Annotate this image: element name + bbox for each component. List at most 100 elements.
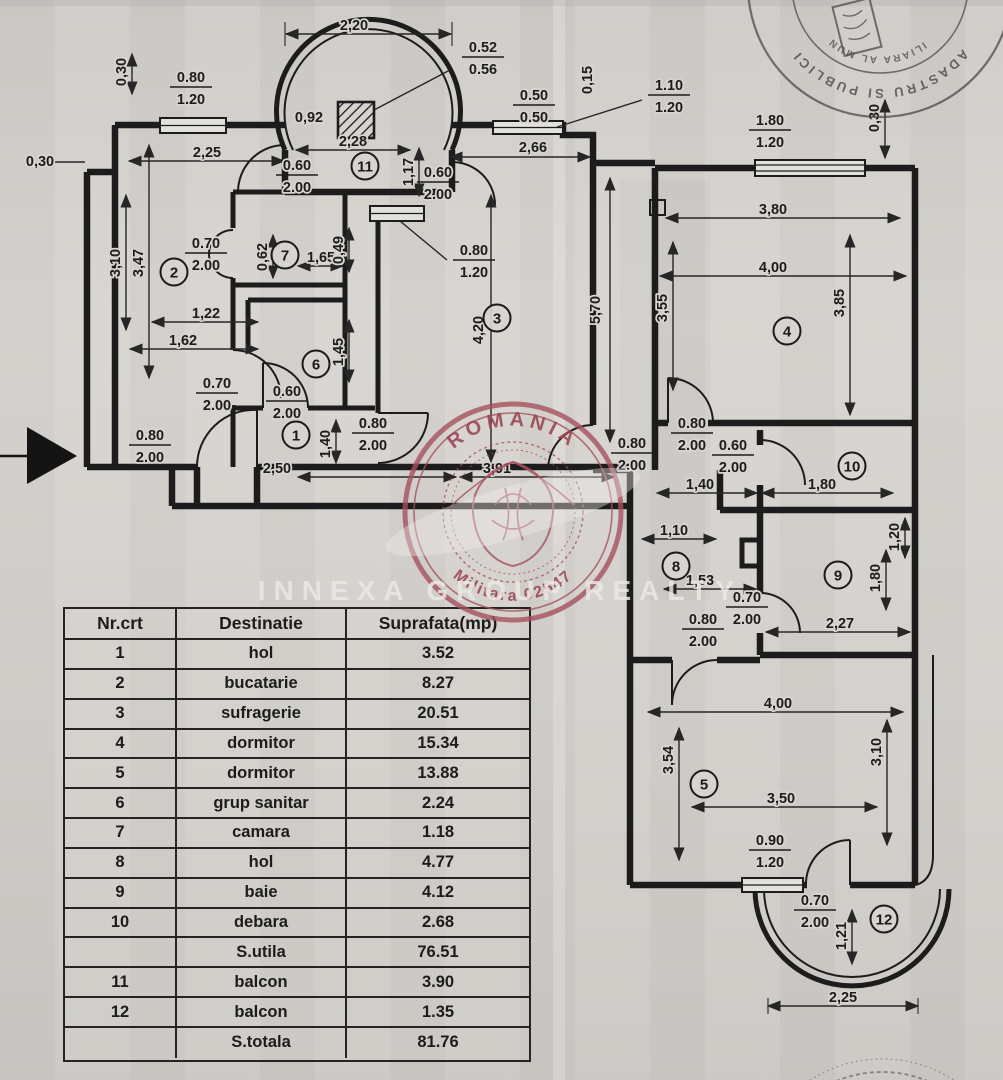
door-arc	[759, 439, 806, 486]
door-arc	[208, 229, 234, 279]
dimension-label: 3,10	[108, 249, 124, 277]
door-arc	[671, 659, 718, 706]
svg-text:3: 3	[493, 311, 501, 328]
table-cell	[65, 938, 177, 969]
window	[492, 120, 564, 135]
table-cell: 8	[65, 848, 177, 879]
door-arc	[232, 349, 282, 399]
table-cell: 6	[65, 789, 177, 820]
table-cell: 9	[65, 878, 177, 909]
door-arc	[667, 377, 714, 424]
table-cell: 15.34	[347, 730, 529, 760]
romania-stamp: ROMANIA Militara 02547	[385, 401, 641, 623]
table-cell: S.utila	[177, 938, 347, 969]
door-arc	[547, 424, 594, 471]
svg-text:1.10: 1.10	[655, 78, 683, 94]
dimension-label: 0,15	[580, 66, 596, 94]
dimension-label: 3,50	[767, 791, 795, 807]
dimension-label: 4,20	[471, 316, 487, 344]
dimension-label: 2,50	[263, 461, 291, 477]
dimension-label: 1,65	[307, 250, 335, 266]
svg-text:0.80: 0.80	[460, 243, 488, 259]
dimension-label: 3,80	[759, 202, 787, 218]
svg-text:4: 4	[783, 324, 792, 341]
dimension-label: 3,55	[655, 294, 671, 322]
svg-text:0.50: 0.50	[520, 110, 548, 126]
svg-text:0.80: 0.80	[618, 436, 646, 452]
svg-text:2: 2	[170, 265, 178, 282]
corner-stamp-fragment	[809, 1058, 955, 1080]
stamp-ring-text: DE CADASTRU SI PUBLICITATE	[0, 0, 969, 101]
room-number: 11	[350, 151, 380, 181]
door-arc	[451, 161, 496, 206]
dimension-label: 0,30	[867, 104, 883, 132]
svg-text:ROMANIA: ROMANIA	[443, 408, 583, 453]
table-cell: 3	[65, 699, 177, 730]
svg-text:2.00: 2.00	[424, 187, 452, 203]
dimension-label: 4,00	[759, 260, 787, 276]
dimension-label: 1,40	[686, 477, 714, 493]
agency-watermark: INNEXA GROUP REALTY	[258, 575, 742, 606]
dimension-label: 1,80	[808, 477, 836, 493]
table-cell: 1.35	[347, 998, 529, 1028]
dimension-label: 2,25	[193, 145, 221, 161]
svg-text:0.70: 0.70	[203, 376, 231, 392]
svg-text:0.56: 0.56	[469, 62, 497, 78]
table-cell: dormitor	[177, 759, 347, 790]
stamp-eagle-emblem	[471, 460, 555, 568]
room-number: 2	[159, 257, 189, 287]
svg-text:2.00: 2.00	[618, 458, 646, 474]
svg-text:0.80: 0.80	[359, 416, 387, 432]
table-cell: S.totala	[177, 1027, 347, 1058]
svg-text:1.20: 1.20	[756, 855, 784, 871]
size-fraction-label: 0.602.00	[417, 163, 459, 205]
svg-text:0.80: 0.80	[136, 428, 164, 444]
size-fraction-label: 0.80 2.00	[611, 434, 653, 476]
dimension-label: 3,85	[832, 289, 848, 317]
svg-text:9: 9	[834, 568, 842, 585]
room-number: 7	[270, 240, 300, 270]
table-cell: grup sanitar	[177, 789, 347, 820]
dimension-label: 3,91	[483, 461, 511, 477]
svg-text:2.00: 2.00	[719, 460, 747, 476]
dimension-label: 2,28	[339, 134, 367, 150]
dimension-label: 2,25	[829, 990, 857, 1006]
door-arc	[377, 412, 429, 464]
dimension-label: 3,54	[661, 746, 677, 774]
size-fraction-label: 0.702.00	[794, 891, 836, 933]
table-cell: 4	[65, 729, 177, 760]
dimension-label: 0,49	[331, 236, 347, 264]
size-fraction-label: 0.901.20	[749, 831, 791, 873]
table-cell: 12	[65, 998, 177, 1028]
table-cell: camara	[177, 819, 347, 849]
svg-text:1.80: 1.80	[756, 113, 784, 129]
svg-text:1.20: 1.20	[177, 92, 205, 108]
table-cell: 2	[65, 669, 177, 700]
table-cell: 20.51	[347, 700, 529, 730]
table-cell: 81.76	[417, 1033, 459, 1052]
window	[754, 159, 866, 177]
dimension-label: 3,47	[131, 249, 147, 277]
size-fraction-label: 0.702.00	[185, 234, 227, 276]
window	[159, 117, 227, 134]
svg-text:0.60: 0.60	[273, 384, 301, 400]
dimension-label: 1,40	[318, 430, 334, 458]
size-fraction-label: 0.602.00	[276, 156, 318, 198]
table-cell: baie	[177, 878, 347, 909]
room-number: 3	[482, 303, 512, 333]
interior-walls	[230, 189, 381, 467]
size-fraction-label: 0.802.00	[352, 414, 394, 456]
svg-text:0.70: 0.70	[192, 236, 220, 252]
room-number: 10	[837, 451, 867, 481]
svg-text:2.00: 2.00	[273, 406, 301, 422]
table-cell: 5	[65, 759, 177, 790]
svg-text:2.00: 2.00	[283, 180, 311, 196]
svg-text:DE CADASTRU SI PUBLICITATE: DE CADASTRU SI PUBLICITATE	[0, 0, 972, 101]
table-cell: 13.88	[347, 759, 529, 790]
table-header-nrcrt: Nr.crt	[65, 609, 177, 640]
dimension-label: 1,17	[401, 158, 417, 186]
svg-text:0.80: 0.80	[689, 612, 717, 628]
svg-text:0.80: 0.80	[177, 70, 205, 86]
svg-text:11: 11	[357, 159, 373, 176]
